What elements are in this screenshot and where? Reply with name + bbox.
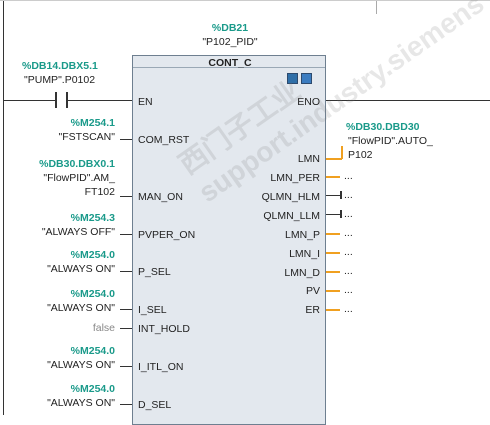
lmn-p-wire — [326, 233, 340, 235]
p-sel-address[interactable]: %M254.0 — [70, 249, 115, 261]
d-sel-tag[interactable]: "ALWAYS ON" — [47, 397, 115, 409]
block-type-title: CONT_C — [208, 57, 252, 69]
pin-lmn: LMN — [297, 153, 320, 165]
pin-int-hold: INT_HOLD — [138, 323, 190, 335]
qlmn-hlm-value[interactable]: ... — [344, 189, 353, 201]
pin-en: EN — [138, 96, 153, 108]
pv-value[interactable]: ... — [344, 284, 353, 296]
d-sel-address[interactable]: %M254.0 — [70, 383, 115, 395]
er-value[interactable]: ... — [344, 303, 353, 315]
lmn-tag-line1[interactable]: "FlowPID".AUTO_ — [348, 135, 433, 147]
d-sel-wire — [120, 404, 132, 405]
top-border — [0, 0, 490, 1]
i-sel-tag[interactable]: "ALWAYS ON" — [47, 302, 115, 314]
qlmn-llm-end — [340, 210, 342, 218]
db-address: %DB21 — [211, 22, 249, 34]
lmn-wire-up — [341, 146, 343, 159]
lmn-tag-line2[interactable]: P102 — [348, 149, 373, 161]
i-sel-wire — [120, 309, 132, 310]
int-hold-wire — [120, 328, 132, 329]
pin-qlmn-hlm: QLMN_HLM — [261, 191, 320, 203]
man-on-address[interactable]: %DB30.DBX0.1 — [39, 158, 115, 170]
lmn-p-value[interactable]: ... — [344, 227, 353, 239]
er-wire — [326, 309, 340, 311]
eno-rung — [326, 100, 490, 101]
man-on-tag-line2[interactable]: FT102 — [84, 186, 115, 198]
power-rail — [3, 0, 4, 415]
com-rst-wire — [120, 139, 132, 140]
lmn-d-wire — [326, 271, 340, 273]
pin-lmn-p: LMN_P — [284, 229, 320, 241]
i-itl-on-wire — [120, 366, 132, 367]
contact-right-bar[interactable] — [66, 92, 68, 108]
i-sel-address[interactable]: %M254.0 — [70, 288, 115, 300]
pin-p-sel: P_SEL — [138, 266, 171, 278]
qlmn-hlm-end — [340, 191, 342, 199]
contact-left-bar[interactable] — [55, 92, 57, 108]
com-rst-tag[interactable]: "FSTSCAN" — [58, 131, 115, 143]
block-diagnostics-icon[interactable] — [301, 73, 312, 84]
pin-er: ER — [305, 304, 320, 316]
pin-i-itl-on: I_ITL_ON — [138, 361, 184, 373]
lmn-wire — [326, 158, 342, 160]
pin-eno: ENO — [297, 96, 320, 108]
pin-qlmn-llm: QLMN_LLM — [263, 210, 320, 222]
en-contact-tag: "PUMP".P0102 — [24, 74, 96, 86]
lmn-i-wire — [326, 252, 340, 254]
p-sel-wire — [120, 271, 132, 272]
qlmn-hlm-wire — [326, 195, 340, 196]
en-contact-address: %DB14.DBX5.1 — [22, 60, 98, 72]
i-itl-on-tag[interactable]: "ALWAYS ON" — [47, 359, 115, 371]
lmn-d-value[interactable]: ... — [344, 265, 353, 277]
pvper-on-tag[interactable]: "ALWAYS OFF" — [41, 226, 115, 238]
top-right-divider — [376, 0, 377, 14]
cont-c-block[interactable]: CONT_C EN COM_RST MAN_ON PVPER_ON P_SEL … — [132, 55, 326, 425]
lmn-i-value[interactable]: ... — [344, 246, 353, 258]
lmn-per-wire — [326, 176, 340, 178]
qlmn-llm-wire — [326, 214, 340, 215]
i-itl-on-address[interactable]: %M254.0 — [70, 345, 115, 357]
pvper-on-wire — [120, 234, 132, 235]
qlmn-llm-value[interactable]: ... — [344, 208, 353, 220]
pvper-on-address[interactable]: %M254.3 — [70, 212, 115, 224]
pin-lmn-per: LMN_PER — [270, 172, 320, 184]
com-rst-address[interactable]: %M254.1 — [70, 117, 115, 129]
pv-wire — [326, 290, 340, 292]
man-on-tag-line1[interactable]: "FlowPID".AM_ — [43, 172, 115, 184]
pin-man-on: MAN_ON — [138, 191, 183, 203]
block-title-bar — [133, 56, 325, 68]
p-sel-tag[interactable]: "ALWAYS ON" — [47, 263, 115, 275]
pin-com-rst: COM_RST — [138, 134, 190, 146]
int-hold-value[interactable]: false — [92, 322, 115, 334]
pin-lmn-i: LMN_I — [289, 248, 320, 260]
pin-i-sel: I_SEL — [138, 304, 167, 316]
pin-pvper-on: PVPER_ON — [138, 229, 196, 241]
en-rung-right — [68, 100, 132, 101]
pin-lmn-d: LMN_D — [284, 267, 320, 279]
lmn-address[interactable]: %DB30.DBD30 — [346, 121, 420, 133]
man-on-wire — [120, 196, 132, 197]
db-name: "P102_PID" — [202, 36, 258, 48]
en-rung-left — [3, 100, 55, 101]
pin-pv: PV — [305, 285, 320, 297]
block-properties-icon[interactable] — [287, 73, 298, 84]
lmn-per-value[interactable]: ... — [344, 170, 353, 182]
pin-d-sel: D_SEL — [138, 399, 172, 411]
